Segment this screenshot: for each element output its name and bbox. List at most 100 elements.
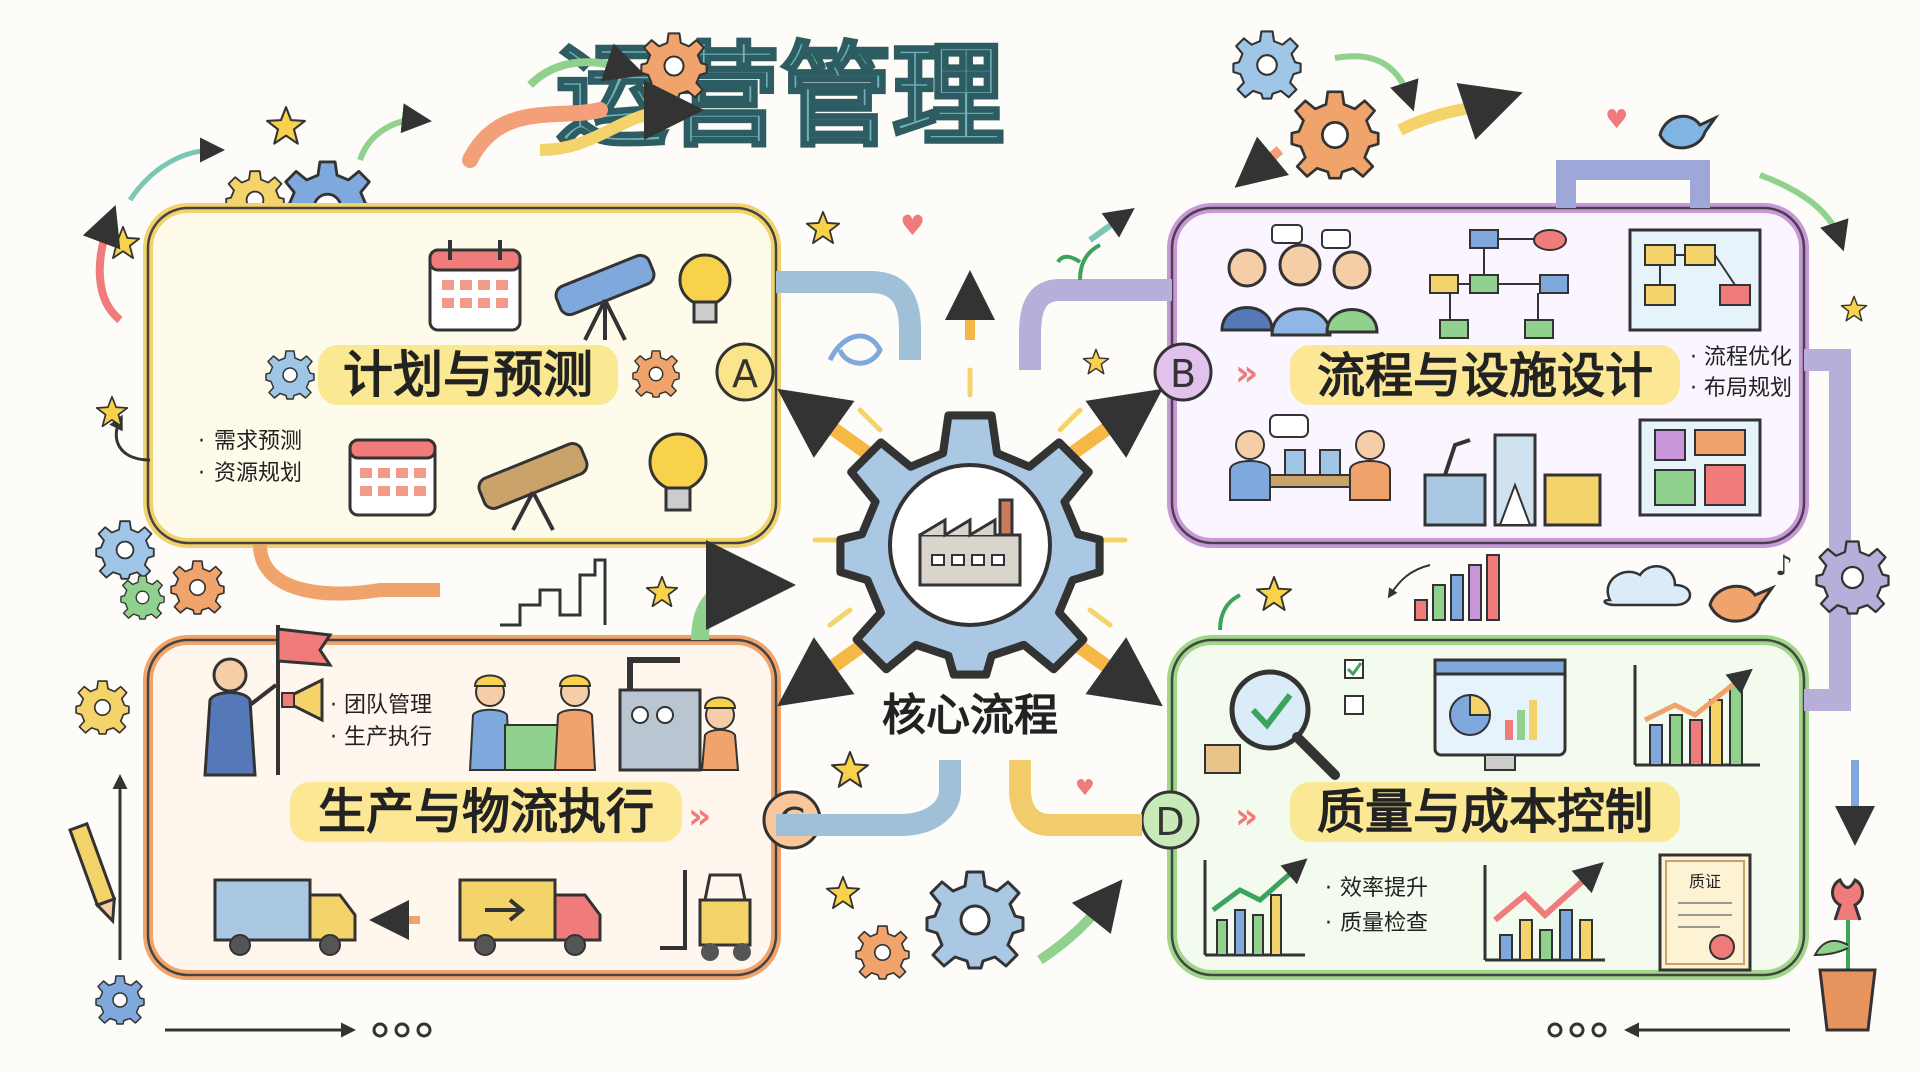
truck-icon: [458, 878, 602, 956]
quadrant-b-bullet-1: 流程优化: [1704, 345, 1792, 370]
telescope-icon: [554, 253, 656, 341]
gear-icon: [640, 32, 708, 100]
chevron-right-icon: »: [1235, 353, 1258, 394]
bullet-marker: ·: [198, 429, 205, 454]
center-hub: 核心流程: [253, 160, 1851, 980]
arrow-icon: [1387, 564, 1431, 599]
quadrant-c-bullet-2: 生产执行: [344, 725, 432, 750]
checklist-icon: [1344, 659, 1364, 715]
monitor-icon: [1433, 658, 1567, 771]
arrow-icon: [357, 103, 432, 162]
quadrant-b-badge-label: B: [1170, 352, 1196, 396]
machine-icon: [1423, 433, 1602, 527]
pipe-icon: [776, 760, 961, 836]
gear-icon: [1290, 90, 1380, 180]
megaphone-icon: [281, 677, 324, 723]
quadrant-d-title: 质量与成本控制: [1317, 784, 1653, 840]
certificate-icon: 质证: [1658, 853, 1752, 972]
gear-icon: [265, 350, 315, 400]
cloud-icon: [1603, 565, 1692, 607]
quadrant-b-bullet-2: 布局规划: [1704, 376, 1792, 401]
sun-rays: [812, 367, 1128, 628]
decorations: ♥ ♥ ♪: [68, 172, 1890, 1038]
lightbulb-icon: [648, 432, 708, 512]
floor-plan-icon: [1638, 418, 1762, 517]
heart-icon: ♥: [900, 209, 925, 242]
star-icon: [95, 395, 129, 428]
doodle-icon: [827, 333, 883, 366]
bullet-marker: ·: [330, 725, 337, 750]
telescope-icon: [477, 442, 589, 531]
star-icon: [266, 106, 306, 145]
quadrant-a-bullet-1: 需求预测: [214, 429, 302, 454]
title-group: 运营管理 ♥: [105, 30, 1720, 260]
arrow-icon: [82, 205, 123, 324]
blueprint-icon: [1628, 228, 1762, 332]
gear-icon: [170, 560, 225, 615]
pipe-icon: [691, 540, 796, 641]
lightbulb-icon: [678, 253, 732, 324]
arrow-icon: [527, 43, 646, 88]
gear-icon: [95, 520, 155, 580]
factory-machine-icon: [618, 657, 740, 772]
pipe-icon: [1019, 279, 1172, 370]
gear-icon: [95, 975, 145, 1025]
flag-icon: [203, 625, 333, 777]
arrow-icon: [1088, 208, 1135, 243]
quadrant-a-badge-label: A: [732, 352, 758, 396]
arrow-icon: [1234, 136, 1290, 188]
bullet-marker: ·: [1690, 376, 1697, 401]
heart-icon: ♥: [1605, 105, 1628, 135]
factory-icon: [918, 498, 1022, 587]
quadrant-d-badge-label: D: [1155, 800, 1184, 844]
quadrant-a: 计划与预测 · 需求预测 · 资源规划 A: [143, 203, 781, 548]
bar-chart-icon: [1483, 861, 1605, 962]
star-icon: [825, 875, 861, 910]
arrow-icon: [1065, 388, 1163, 461]
gear-icon: [75, 680, 130, 735]
arrow-icon: [109, 414, 151, 462]
quadrant-c-bullet-1: 团队管理: [344, 693, 432, 718]
star-icon: [831, 751, 869, 788]
pipe-icon: [776, 271, 921, 360]
arrow-icon: [462, 102, 608, 168]
people-icon: [1220, 224, 1379, 337]
arrow-icon: [1037, 879, 1123, 965]
chevron-right-icon: »: [1235, 796, 1258, 837]
star-icon: [1840, 295, 1868, 322]
music-note-icon: ♪: [1775, 549, 1793, 582]
quadrant-b: B » 流程与设施设计 · 流程优化 · 布局规划: [1153, 203, 1809, 548]
skyline-icon: [500, 558, 607, 627]
arrow-icon: [777, 388, 875, 461]
star-icon: [1255, 575, 1293, 611]
flowchart-icon: [1429, 229, 1569, 339]
page-title: 运营管理: [556, 32, 1004, 162]
quadrant-c: · 团队管理 · 生产执行 生产与物流执行 » C: [143, 625, 822, 980]
pipe-icon: [1556, 160, 1710, 208]
gear-icon: [120, 575, 165, 620]
bullet-marker: ·: [1690, 345, 1697, 370]
chevron-right-icon: »: [688, 796, 711, 837]
star-icon: [1082, 348, 1110, 375]
pipe-icon: [253, 544, 440, 601]
quadrant-d-bullet-1: 效率提升: [1340, 876, 1428, 901]
forklift-icon: [660, 870, 752, 961]
bullet-marker: ·: [1325, 911, 1332, 936]
arrow-icon: [1334, 53, 1419, 112]
bird-icon: [1708, 584, 1777, 623]
calendar-icon: [348, 438, 437, 517]
quadrant-b-badge: [1153, 342, 1213, 402]
magnifier-icon: [1204, 669, 1340, 780]
calendar-icon: [428, 240, 522, 332]
heart-icon: ♥: [1075, 776, 1095, 801]
bullet-marker: ·: [1325, 876, 1332, 901]
sprout-icon: [1056, 243, 1101, 281]
arrow-icon: [1065, 634, 1163, 707]
plant-pot-icon: [1813, 877, 1877, 1032]
star-icon: [105, 225, 141, 260]
sprout-icon: [1218, 593, 1241, 631]
bar-chart-icon: [1633, 665, 1760, 767]
quadrant-a-badge: [715, 342, 775, 402]
pencil-icon: [68, 821, 117, 925]
quadrant-a-bullet-2: 资源规划: [214, 461, 302, 486]
